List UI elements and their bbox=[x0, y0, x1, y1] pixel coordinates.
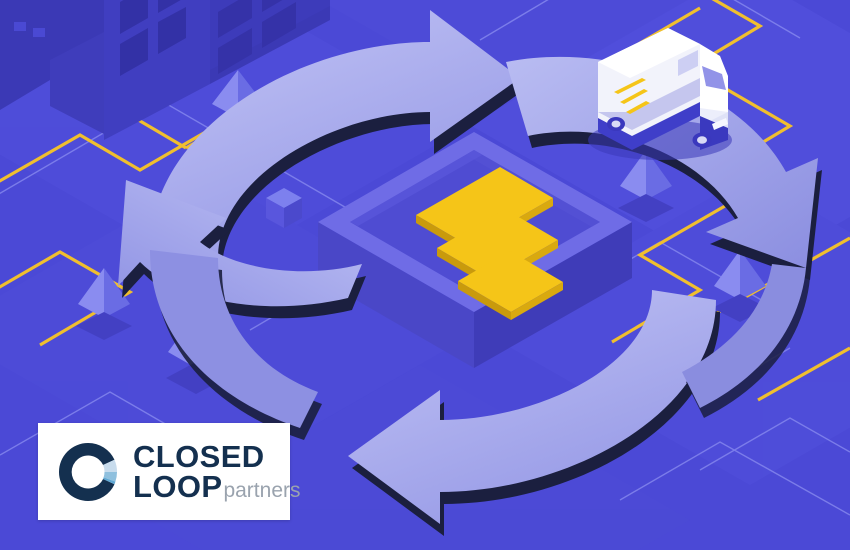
closed-loop-ring-icon bbox=[56, 440, 120, 504]
isometric-platform bbox=[318, 132, 632, 368]
arrow-loop-tail-right bbox=[682, 264, 810, 418]
arrow-top-right bbox=[150, 10, 524, 270]
logo-word-partners: partners bbox=[223, 478, 301, 502]
logo-wordmark: CLOSED LOOP partners bbox=[133, 439, 301, 504]
logo-word-closed: CLOSED bbox=[133, 439, 265, 475]
arrow-right-down bbox=[506, 56, 822, 280]
arrow-bottom-left bbox=[348, 290, 720, 536]
small-cube bbox=[266, 188, 302, 228]
building-windows bbox=[104, 0, 330, 140]
arrow-loop-tail-left bbox=[150, 250, 322, 440]
logo-word-loop: LOOP bbox=[133, 468, 223, 504]
delivery-van bbox=[588, 28, 732, 160]
closed-loop-partners-logo-card[interactable]: CLOSED LOOP partners bbox=[38, 423, 301, 520]
three-yellow-bars bbox=[416, 167, 563, 320]
